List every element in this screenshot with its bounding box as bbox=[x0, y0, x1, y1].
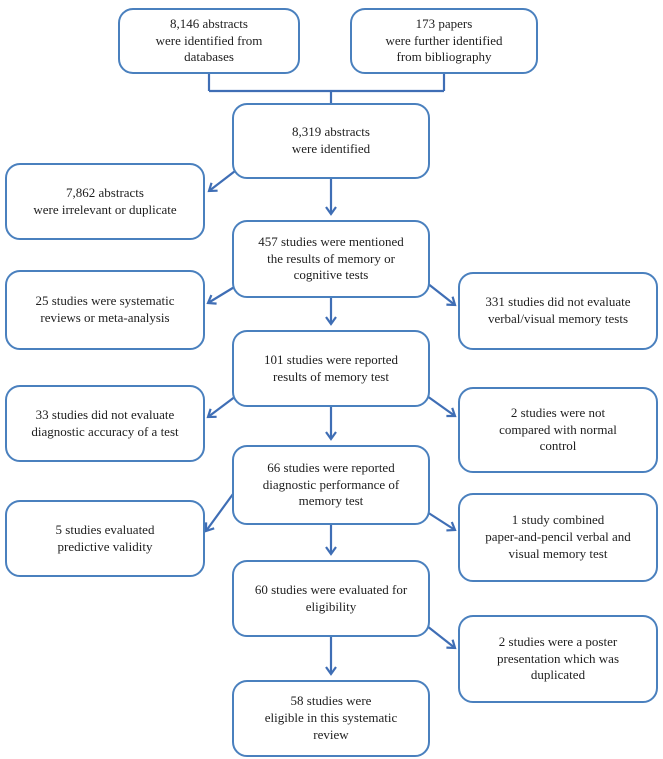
flow-node-label: 2 studies were not compared with normal … bbox=[499, 404, 617, 454]
flow-node-predictive: 5 studies evaluated predictive validity bbox=[5, 500, 205, 577]
edge-mentioned-reviews bbox=[206, 285, 237, 305]
flow-node-label: 58 studies were eligible in this systema… bbox=[264, 693, 398, 742]
flow-node-control: 2 studies were not compared with normal … bbox=[458, 387, 658, 473]
flow-node-poster: 2 studies were a poster presentation whi… bbox=[458, 615, 658, 703]
edge-performance-combined bbox=[426, 511, 457, 532]
flow-node-label: 7,862 abstracts were irrelevant or dupli… bbox=[33, 184, 177, 217]
flow-node-label: 66 studies were reported diagnostic perf… bbox=[262, 459, 400, 509]
flow-node-label: 60 studies were evaluated for eligibilit… bbox=[254, 581, 408, 614]
edge-reported-accuracy bbox=[206, 395, 237, 419]
flow-node-label: 331 studies did not evaluate verbal/visu… bbox=[485, 294, 631, 326]
edge-eligibility-poster bbox=[426, 625, 457, 650]
edge-reported-control bbox=[426, 395, 457, 418]
flow-node-combined: 1 study combined paper-and-pencil verbal… bbox=[458, 493, 658, 582]
flow-node-label: 33 studies did not evaluate diagnostic a… bbox=[31, 406, 179, 439]
flow-node-accuracy: 33 studies did not evaluate diagnostic a… bbox=[5, 385, 205, 462]
flow-node-eligible: 58 studies were eligible in this systema… bbox=[232, 680, 430, 757]
flow-node-label: 1 study combined paper-and-pencil verbal… bbox=[485, 512, 631, 561]
flow-node-label: 101 studies were reported results of mem… bbox=[264, 351, 398, 384]
flow-node-verbal: 331 studies did not evaluate verbal/visu… bbox=[458, 272, 658, 350]
flow-node-bibliography: 173 papers were further identified from … bbox=[350, 8, 538, 74]
flow-node-label: 5 studies evaluated predictive validity bbox=[55, 521, 155, 554]
flow-node-label: 25 studies were systematic reviews or me… bbox=[35, 293, 175, 325]
flow-node-label: 173 papers were further identified from … bbox=[385, 15, 503, 65]
flow-node-performance: 66 studies were reported diagnostic perf… bbox=[232, 445, 430, 525]
flow-node-databases: 8,146 abstracts were identified from dat… bbox=[118, 8, 300, 74]
edge-performance-predictive bbox=[204, 493, 234, 533]
flow-node-label: 2 studies were a poster presentation whi… bbox=[496, 633, 620, 683]
flow-node-identified: 8,319 abstracts were identified bbox=[232, 103, 430, 179]
flow-node-label: 457 studies were mentioned the results o… bbox=[258, 233, 404, 283]
flow-node-irrelevant: 7,862 abstracts were irrelevant or dupli… bbox=[5, 163, 205, 240]
flow-node-label: 8,319 abstracts were identified bbox=[291, 124, 371, 156]
flow-node-mentioned: 457 studies were mentioned the results o… bbox=[232, 220, 430, 298]
flow-node-label: 8,146 abstracts were identified from dat… bbox=[155, 15, 263, 65]
flow-node-eligibility: 60 studies were evaluated for eligibilit… bbox=[232, 560, 430, 637]
edge-mentioned-verbal bbox=[426, 282, 457, 307]
flow-node-reported: 101 studies were reported results of mem… bbox=[232, 330, 430, 407]
flow-node-reviews: 25 studies were systematic reviews or me… bbox=[5, 270, 205, 350]
